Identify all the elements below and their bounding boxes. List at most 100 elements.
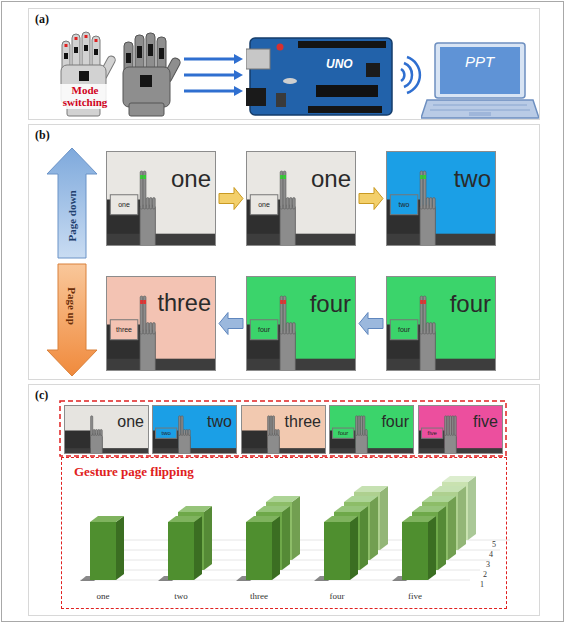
axis-depth-label: 4 (489, 550, 493, 559)
page-down-arrow (47, 148, 97, 258)
fat-arrow (219, 188, 243, 210)
bar-chart-3d (80, 476, 510, 581)
illustration-part (65, 44, 68, 47)
chart-frame: Gesture page flipping (61, 457, 507, 609)
glove-finger (98, 430, 100, 436)
connector-arrow (184, 86, 243, 96)
bar-top (354, 486, 388, 492)
glove-finger (423, 296, 426, 334)
illustration-part (433, 105, 527, 106)
glove-finger (363, 416, 365, 436)
illustration-part (148, 44, 153, 56)
glove-finger (426, 323, 429, 334)
monitor-text: two (156, 428, 177, 438)
monitor-text: four (250, 320, 278, 340)
glove-finger (286, 323, 289, 334)
illustration-part (283, 78, 297, 84)
glove-finger (272, 416, 274, 436)
small-monitor (110, 195, 138, 215)
keyboard-strip (330, 448, 414, 454)
finger-marker (420, 300, 423, 304)
bar-top (344, 496, 378, 502)
glove-palm (140, 205, 155, 246)
bar-front (168, 522, 194, 580)
panel-label: (a) (35, 12, 49, 27)
glove-finger (286, 198, 289, 209)
bar-top (256, 506, 290, 512)
slide-text: one (311, 166, 351, 192)
illustration-part (366, 63, 380, 77)
axis-depth-label: 3 (486, 560, 490, 569)
illustration-part (469, 112, 491, 116)
bar-side (360, 506, 368, 570)
glove-palm (280, 205, 295, 246)
glove-finger (268, 416, 270, 436)
bar-side (204, 506, 212, 570)
illustration-part (123, 67, 170, 107)
arduino-board: UNO (246, 33, 396, 118)
panel-c: (c)onetwotwothreefourfourfivefiveGesture… (28, 384, 540, 616)
monitor-text: two (390, 195, 418, 215)
illustration-part (64, 53, 68, 59)
bar-front (402, 522, 428, 580)
bar-top (266, 496, 300, 502)
small-monitor (250, 320, 277, 340)
keyboard-strip (247, 234, 356, 246)
bar-side (116, 516, 124, 580)
glove-finger (356, 416, 358, 436)
wireless-symbol (401, 57, 420, 93)
arrow-shaft (184, 58, 234, 61)
bar-side (292, 496, 300, 560)
glove-finger (143, 296, 146, 334)
illustration-part (95, 39, 98, 42)
finger-marker (140, 175, 143, 179)
glove-finger (445, 416, 447, 436)
glove-palm (140, 330, 155, 371)
panel-label: (b) (35, 128, 50, 143)
finger-marker (140, 300, 143, 304)
glove-finger (289, 198, 292, 209)
arrow-shaft (184, 74, 234, 77)
photo-frame: oneone (106, 151, 216, 246)
illustration-part (159, 48, 164, 59)
panel-a: (a)Mode switchingUNOPPT (28, 8, 540, 120)
illustration-part (421, 100, 539, 118)
photo-frame: fourfour (329, 405, 414, 454)
sensor-glove: Mode switching (56, 31, 181, 117)
illustration-part (308, 106, 382, 113)
illustration-part (126, 44, 164, 87)
slide-text: four (450, 291, 491, 317)
glove-finger (95, 430, 97, 436)
glove-finger (454, 416, 456, 436)
keyboard-strip (153, 448, 237, 454)
illustration-part (140, 75, 152, 87)
glove-finger (358, 416, 360, 436)
illustration-part (401, 69, 404, 81)
slide-text: two (207, 413, 232, 431)
photo-frame: oneone (246, 151, 356, 246)
bar-top (402, 516, 436, 522)
finger-marker (423, 175, 426, 179)
glove-palm (179, 433, 191, 454)
bar-front (90, 522, 116, 580)
glove-finger (275, 430, 277, 436)
connector-arrow (219, 313, 243, 335)
glove-palm (268, 433, 280, 454)
finger-marker (283, 175, 286, 179)
page-up-arrow (47, 264, 97, 376)
bar-side (428, 516, 436, 580)
glove-finger (152, 323, 155, 334)
illustration (246, 33, 396, 118)
glove-finger (277, 430, 279, 436)
glove-palm (91, 433, 103, 454)
fat-arrow (219, 313, 243, 335)
keyboard-strip (387, 359, 496, 371)
slide-text: two (454, 166, 491, 192)
slide-text: one (171, 166, 211, 192)
glove-finger (179, 416, 181, 436)
glove-finger (183, 430, 185, 436)
bar-top (246, 516, 280, 522)
slide-text: three (285, 413, 321, 431)
glove-finger (365, 430, 367, 436)
